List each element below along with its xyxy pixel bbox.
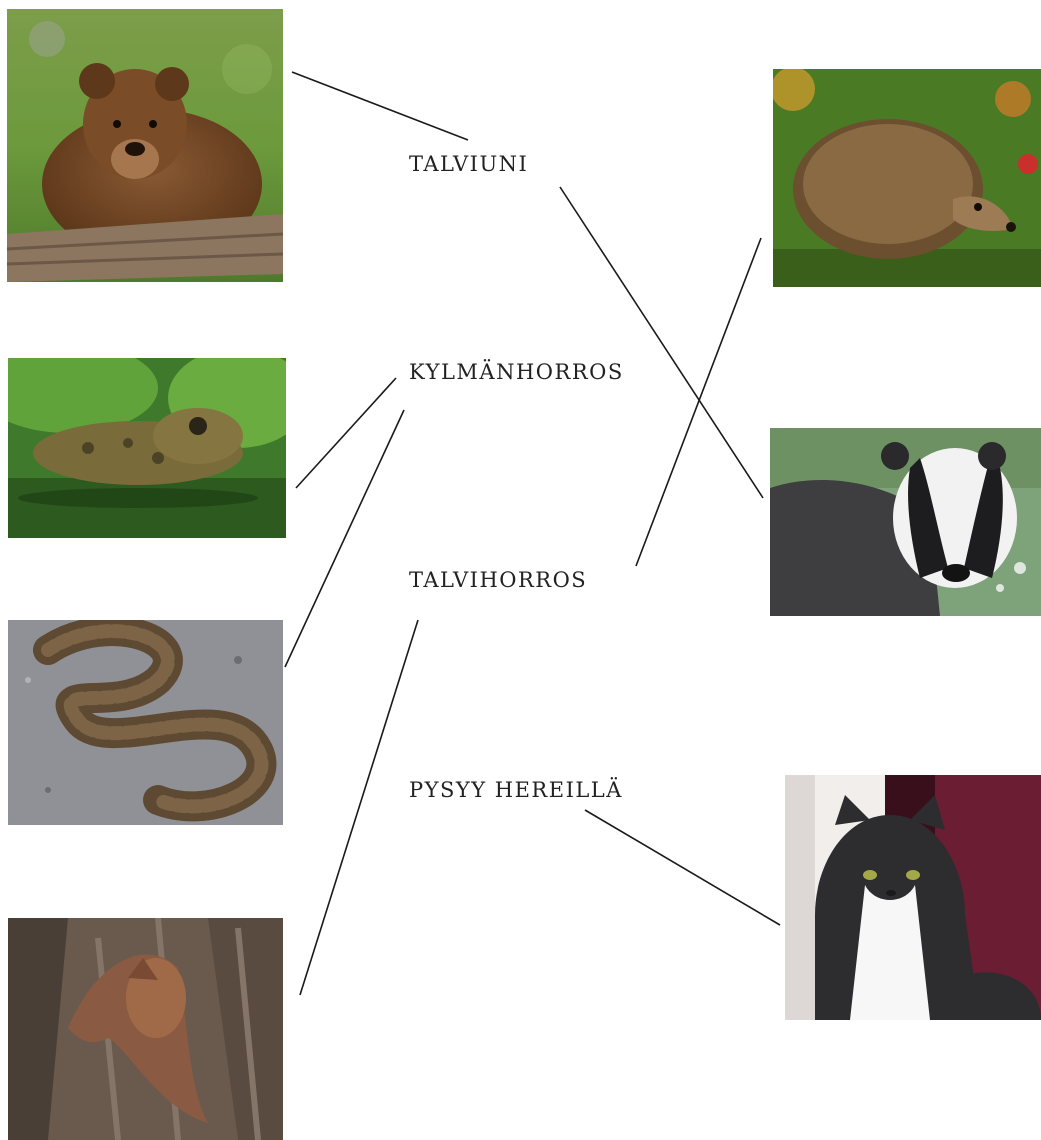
term-pysyy-hereilla: PYSYY HEREILLÄ (409, 778, 623, 802)
badger-photo (770, 428, 1041, 616)
line-bat-talvihorros (300, 620, 418, 995)
hedgehog-photo (773, 69, 1041, 287)
line-talvihorros-hedgehog (636, 238, 761, 566)
bat-photo (8, 918, 283, 1140)
term-talviuni: TALVIUNI (409, 152, 528, 176)
brown-bear-photo (7, 9, 283, 282)
frog-photo (8, 358, 286, 538)
line-talviuni-badger (560, 187, 763, 498)
line-pysyy-cat (585, 810, 780, 925)
term-talvihorros: TALVIHORROS (409, 568, 587, 592)
term-kylmanhorros: KYLMÄNHORROS (409, 360, 624, 384)
cat-photo (785, 775, 1041, 1020)
line-frog-kylmanhorros (296, 378, 396, 488)
line-bear-talviuni (292, 72, 468, 140)
line-snake-kylmanhorros (285, 410, 404, 667)
snake-photo (8, 620, 283, 825)
